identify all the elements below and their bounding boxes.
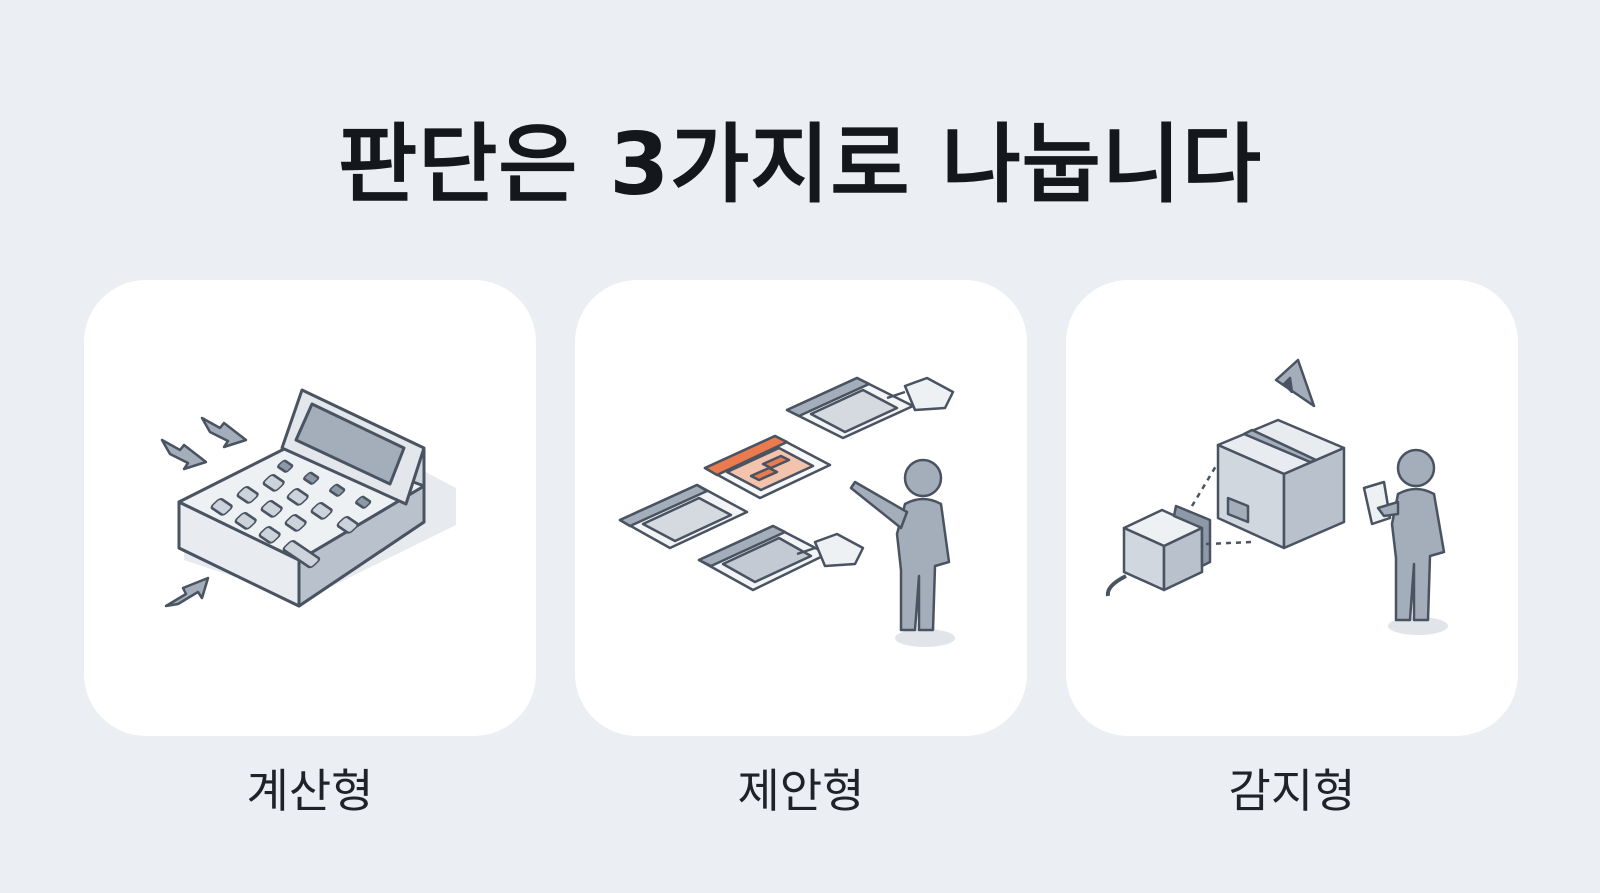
calendar-icon — [618, 483, 749, 550]
sensor-detection-icon — [1105, 358, 1448, 635]
warning-icon — [1274, 358, 1316, 408]
person-pointing-icon — [849, 458, 955, 647]
inspector-person-icon — [1362, 448, 1448, 635]
suggestion-type-card — [575, 280, 1027, 736]
input-arrow-icon — [160, 416, 248, 608]
page-title: 판단은 3가지로 나눕니다 — [338, 115, 1262, 215]
detection-type-label: 감지형 — [1228, 764, 1356, 818]
calendar-icon — [697, 524, 829, 592]
calculation-type-label: 계산형 — [246, 764, 374, 818]
package-icon — [1216, 418, 1346, 550]
calendar-suggestion-icon — [618, 376, 955, 647]
calculation-type-card — [84, 280, 536, 736]
calendar-icon — [785, 376, 915, 440]
calculator-icon — [160, 388, 456, 608]
tag-icon — [813, 376, 955, 568]
suggestion-type-label: 제안형 — [737, 764, 865, 818]
sensor-icon — [1105, 504, 1212, 597]
highlighted-calendar-icon — [703, 434, 832, 500]
detection-type-card — [1066, 280, 1518, 736]
